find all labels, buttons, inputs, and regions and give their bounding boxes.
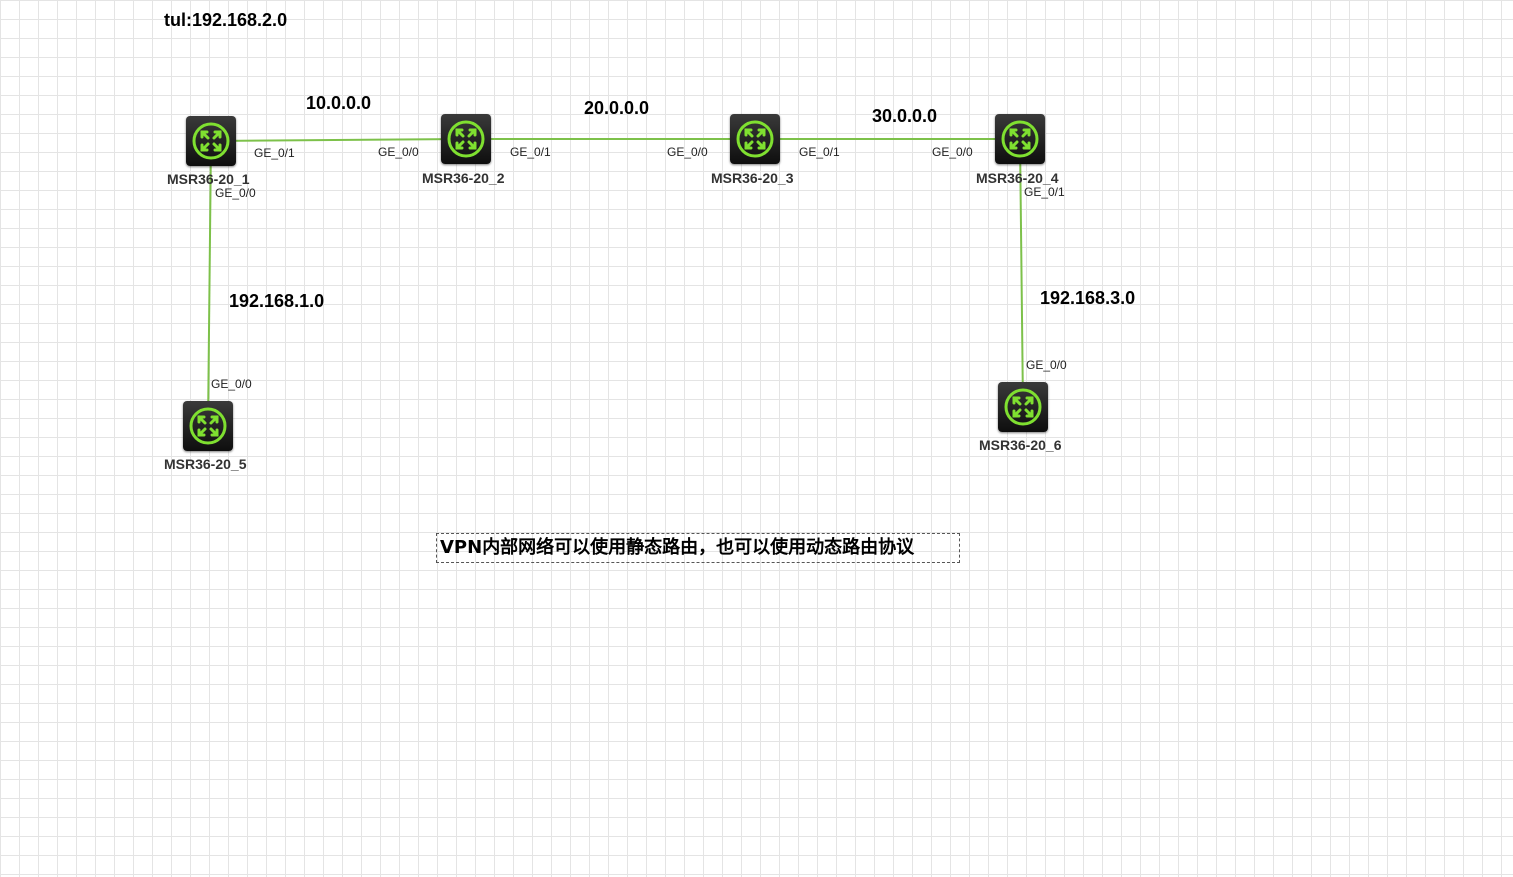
device-name-r4: MSR36-20_4 bbox=[976, 170, 1059, 186]
device-name-r5: MSR36-20_5 bbox=[164, 456, 247, 472]
device-name-r1: MSR36-20_1 bbox=[167, 171, 250, 187]
device-name-r6: MSR36-20_6 bbox=[979, 437, 1062, 453]
network-label-30: 30.0.0.0 bbox=[872, 106, 938, 126]
note-text: 内部网络可以使用静态路由，也可以使用动态路由协议 bbox=[482, 537, 915, 558]
link-r1-r5[interactable] bbox=[207, 140, 212, 427]
port-label-r1-ge00: GE_0/0 bbox=[215, 186, 256, 200]
link-r4-r6[interactable] bbox=[1019, 138, 1024, 408]
router-msr36-20-4[interactable] bbox=[995, 114, 1045, 164]
router-msr36-20-1[interactable] bbox=[186, 116, 236, 166]
link-r1-r2[interactable] bbox=[210, 138, 467, 142]
router-icon bbox=[189, 407, 227, 445]
router-icon bbox=[1001, 120, 1039, 158]
router-msr36-20-6[interactable] bbox=[998, 382, 1048, 432]
port-label-r6-ge00: GE_0/0 bbox=[1026, 358, 1067, 372]
network-label-10: 10.0.0.0 bbox=[306, 93, 372, 113]
port-label-r1-ge01: GE_0/1 bbox=[254, 146, 295, 160]
note-prefix: VPN bbox=[440, 537, 483, 558]
network-label-192-168-1: 192.168.1.0 bbox=[229, 291, 325, 311]
router-msr36-20-2[interactable] bbox=[441, 114, 491, 164]
router-icon bbox=[447, 120, 485, 158]
router-msr36-20-5[interactable] bbox=[183, 401, 233, 451]
router-msr36-20-3[interactable] bbox=[730, 114, 780, 164]
router-icon bbox=[192, 122, 230, 160]
port-label-r4-ge00: GE_0/0 bbox=[932, 145, 973, 159]
device-name-r2: MSR36-20_2 bbox=[422, 170, 505, 186]
port-label-r4-ge01: GE_0/1 bbox=[1024, 185, 1065, 199]
network-label-20: 20.0.0.0 bbox=[584, 98, 650, 118]
port-label-r2-ge00: GE_0/0 bbox=[378, 145, 419, 159]
port-label-r5-ge00: GE_0/0 bbox=[211, 377, 252, 391]
router-icon bbox=[1004, 388, 1042, 426]
router-icon bbox=[736, 120, 774, 158]
diagram-title: tul:192.168.2.0 bbox=[164, 10, 288, 30]
port-label-r3-ge00: GE_0/0 bbox=[667, 145, 708, 159]
device-name-r3: MSR36-20_3 bbox=[711, 170, 794, 186]
network-label-192-168-3: 192.168.3.0 bbox=[1040, 288, 1136, 308]
port-label-r2-ge01: GE_0/1 bbox=[510, 145, 551, 159]
note-textbox[interactable]: VPN内部网络可以使用静态路由，也可以使用动态路由协议 bbox=[436, 533, 960, 563]
port-label-r3-ge01: GE_0/1 bbox=[799, 145, 840, 159]
